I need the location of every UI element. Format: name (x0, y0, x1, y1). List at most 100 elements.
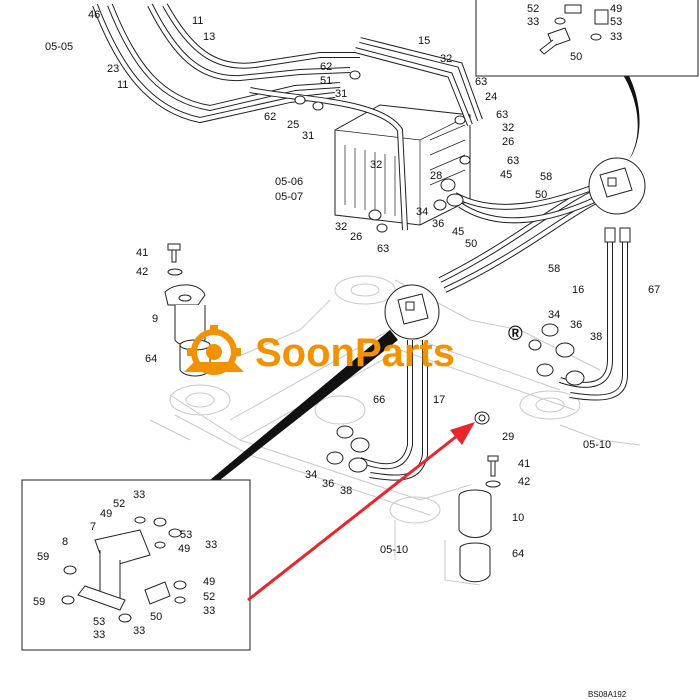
part-label: 34 (548, 309, 560, 321)
ref-05-10-right: 05-10 (583, 439, 611, 451)
part-label: 33 (610, 31, 622, 43)
part-label: 32 (370, 159, 382, 171)
ref-05-07: 05-07 (275, 191, 303, 203)
part-label: 11 (192, 15, 203, 27)
part-label: 45 (500, 169, 512, 181)
upper-hose-bundle (92, 3, 483, 231)
part-label: 36 (322, 478, 334, 490)
part-label: 58 (548, 263, 560, 275)
part-label: 50 (150, 611, 162, 623)
fitting-cluster-centre (294, 70, 471, 233)
part-label: 64 (145, 353, 157, 365)
part-label: 45 (452, 226, 464, 238)
part-label: 31 (335, 88, 347, 100)
inset-box-bottom (21, 479, 251, 651)
part-label: 17 (433, 394, 445, 406)
part-label: 24 (485, 91, 497, 103)
inset-box-top (475, 0, 699, 77)
fitting-29 (474, 411, 490, 425)
part-label: 52 (527, 3, 539, 15)
part-labels-inset-bottom: 52 33 49 7 53 8 49 33 59 49 52 59 33 53 … (33, 489, 217, 641)
part-label: 41 (136, 247, 148, 259)
brand-watermark: SoonParts ® (184, 323, 523, 375)
red-pointer-arrow (247, 422, 475, 602)
part-label: 10 (512, 512, 524, 524)
swivel-joint-upper (588, 157, 646, 215)
part-label: 41 (518, 458, 530, 470)
part-label: 63 (475, 76, 487, 88)
part-label: 53 (180, 529, 192, 541)
part-label: 31 (302, 130, 314, 142)
part-label: 49 (100, 508, 112, 520)
part-label: 11 (117, 79, 128, 91)
part-label: 53 (93, 616, 105, 628)
part-label: 34 (416, 206, 428, 218)
part-label: 29 (502, 431, 514, 443)
part-label: 52 (203, 591, 215, 603)
part-label: 50 (465, 238, 477, 250)
part-label: 59 (33, 596, 45, 608)
part-label: 36 (432, 218, 444, 230)
part-label: 50 (535, 189, 547, 201)
part-label: 8 (62, 536, 68, 548)
part-label: 62 (264, 111, 276, 123)
part-labels-inset-top: 52 49 33 53 33 50 (527, 3, 622, 63)
part-label: 51 (320, 75, 332, 87)
part-label: 49 (610, 3, 622, 15)
lower-hoses-66-17 (358, 340, 428, 481)
swivel-joint-lower (384, 284, 440, 340)
part-label: 33 (133, 625, 145, 637)
part-label: 32 (440, 53, 452, 65)
part-label: 13 (203, 31, 215, 43)
part-label: 9 (152, 313, 158, 325)
brand-name: SoonParts (255, 331, 455, 375)
inset-leader-bottom (210, 330, 398, 480)
part-label: 26 (502, 136, 514, 148)
brand-logo-icon (184, 325, 244, 375)
inset-leader-top (620, 70, 640, 165)
part-label: 33 (527, 16, 539, 28)
part-label: 50 (570, 51, 582, 63)
part-label: 63 (496, 109, 508, 121)
registered-mark: ® (508, 323, 523, 345)
part-label: 52 (113, 498, 125, 510)
cylinder-group-left (164, 243, 211, 377)
part-label: 23 (107, 63, 119, 75)
part-label: 58 (540, 171, 552, 183)
part-labels-main: 46 11 13 23 11 15 32 62 51 31 63 24 62 2… (88, 9, 660, 560)
part-label: 64 (512, 548, 524, 560)
part-label: 46 (88, 9, 100, 21)
ref-05-06: 05-06 (275, 176, 303, 188)
part-label: 16 (572, 284, 584, 296)
part-label: 26 (350, 231, 362, 243)
drawing-code: BS08A192 (588, 690, 627, 699)
part-label: 66 (373, 394, 385, 406)
part-label: 62 (320, 61, 332, 73)
part-label: 53 (610, 16, 622, 28)
part-label: 42 (136, 266, 148, 278)
part-label: 7 (90, 521, 96, 533)
ref-05-10-bottom: 05-10 (380, 544, 408, 556)
part-label: 67 (648, 284, 660, 296)
ref-05-05: 05-05 (45, 41, 73, 53)
part-label: 63 (507, 155, 519, 167)
part-label: 38 (340, 485, 352, 497)
part-label: 33 (93, 629, 105, 641)
part-label: 38 (590, 331, 602, 343)
part-label: 32 (502, 122, 514, 134)
fitting-cluster-right (528, 323, 585, 386)
part-label: 49 (203, 576, 215, 588)
part-label: 42 (518, 476, 530, 488)
part-label: 33 (133, 489, 145, 501)
part-label: 15 (418, 35, 430, 47)
part-label: 33 (203, 605, 215, 617)
part-label: 59 (37, 551, 49, 563)
part-label: 28 (430, 170, 442, 182)
part-label: 33 (205, 539, 217, 551)
part-label: 34 (305, 469, 317, 481)
part-label: 63 (377, 243, 389, 255)
part-label: 36 (570, 319, 582, 331)
part-label: 32 (335, 221, 347, 233)
fitting-cluster-lower (326, 425, 370, 473)
